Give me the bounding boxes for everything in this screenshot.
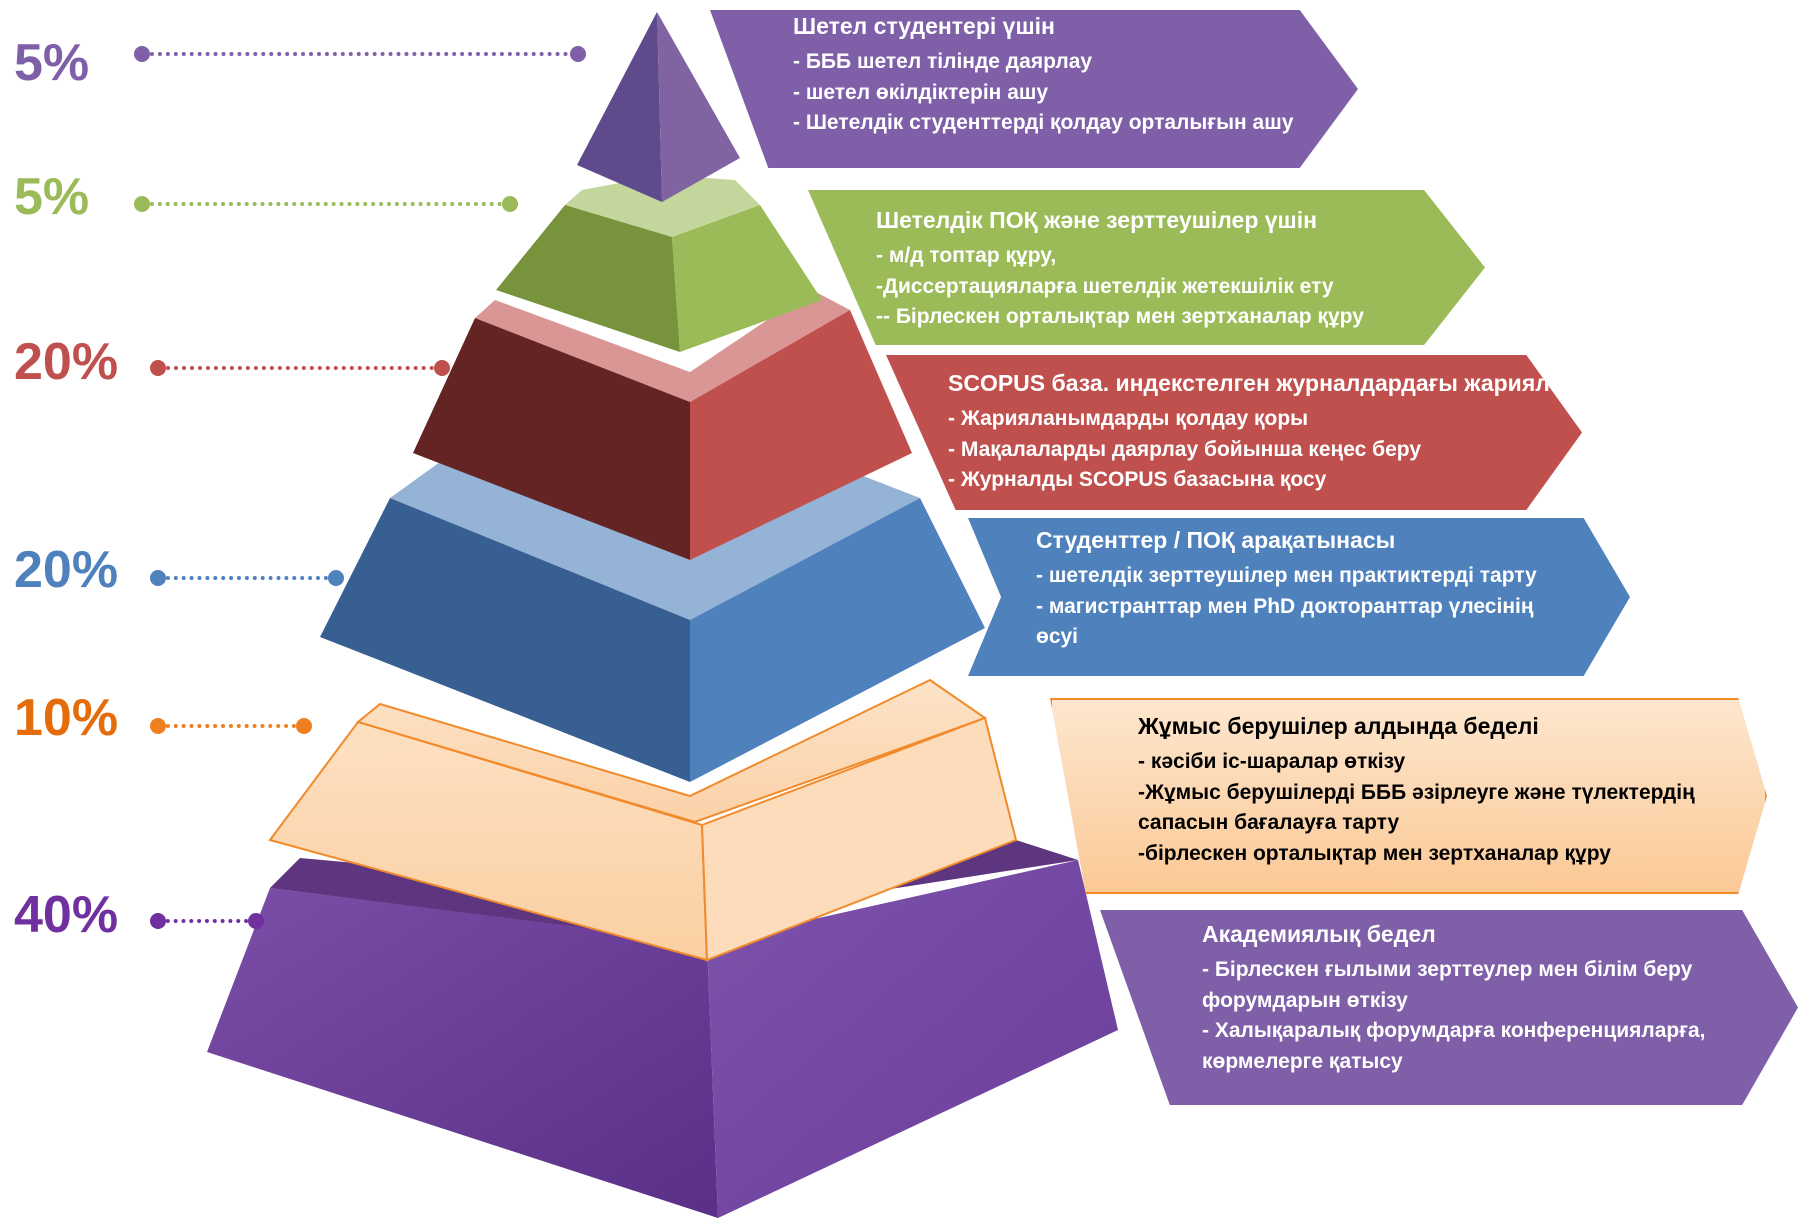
level-5-percent: 10% [14, 689, 119, 747]
level-1-title: Шетел студентері үшін [793, 13, 1055, 39]
level-2-percent: 5% [14, 168, 90, 226]
level-2-item: -- Бірлескен орталықтар мен зертханалар … [876, 305, 1364, 329]
level-3-title: SCOPUS база. индекстелген журналдардағы … [948, 370, 1550, 396]
level-1-item: - шетел өкілдіктерін ашу [793, 80, 1049, 104]
pyramid-level-5 [268, 678, 1018, 962]
level-1-description: Шетел студентері үшін - БББ шетел тілінд… [710, 10, 1358, 168]
level-6-item: - Халықаралық форумдарға конференцияларғ… [1202, 1019, 1706, 1073]
level-4-percent: 20% [14, 541, 119, 599]
level-2-description: Шетелдік ПОҚ және зерттеушілер үшін - м/… [808, 190, 1485, 345]
level-3-percent: 20% [14, 333, 119, 391]
level-5-item: -Жұмыс берушілерді БББ әзірлеуге және тү… [1138, 780, 1695, 835]
level-4-title: Студенттер / ПОҚ арақатынасы [1036, 527, 1396, 553]
pyramid-level-1 [577, 12, 740, 202]
level-5-title: Жұмыс берушілер алдында беделі [1138, 713, 1539, 739]
level-3-item: - Мақалаларды даярлау бойынша кеңес беру [948, 437, 1422, 461]
level-1-item: - Шетелдік студенттерді қолдау орталығын… [793, 111, 1294, 135]
level-3-item: - Жарияланымдарды қолдау қоры [948, 407, 1309, 431]
level-3-item: - Журналды SCOPUS базасына қосу [948, 468, 1327, 492]
level-4-description: Студенттер / ПОҚ арақатынасы - шетелдік … [968, 518, 1630, 676]
level-5-description: Жұмыс берушілер алдында беделі - кәсіби … [1050, 698, 1767, 894]
level-6-percent: 40% [14, 886, 119, 944]
level-6-item: - Бірлескен ғылыми зерттеулер мен білім … [1202, 958, 1693, 1012]
level-5-item: -бірлескен орталықтар мен зертханалар құ… [1138, 841, 1611, 865]
level-4-item: - шетелдік зерттеушілер мен практиктерді… [1036, 564, 1537, 588]
level-3-description: SCOPUS база. индекстелген журналдардағы … [886, 355, 1582, 510]
level-6-title: Академиялық бедел [1202, 921, 1436, 947]
level-2-item: - м/д топтар құру, [876, 244, 1057, 268]
level-1-item: - БББ шетел тілінде даярлау [793, 50, 1093, 74]
level-6-description: Академиялық бедел - Бірлескен ғылыми зер… [1100, 910, 1798, 1105]
pyramid-level-2 [496, 175, 822, 352]
level-2-item: -Диссертацияларға шетелдік жетекшілік ет… [876, 274, 1334, 298]
level-5-item: - кәсіби іс-шаралар өткізу [1138, 750, 1406, 774]
level-4-item: - магистранттар мен PhD докторанттар үле… [1036, 594, 1534, 649]
level-2-title: Шетелдік ПОҚ және зерттеушілер үшін [876, 207, 1317, 233]
level-1-percent: 5% [14, 34, 90, 92]
